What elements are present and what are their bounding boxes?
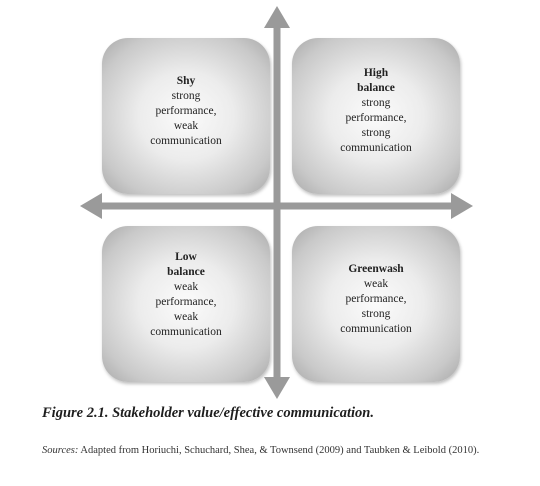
arrow-up-icon	[264, 6, 290, 28]
quadrant-line: communication	[150, 135, 222, 147]
horizontal-axis	[96, 202, 458, 210]
sources-label: Sources:	[42, 445, 79, 456]
quadrant-line: weak	[363, 278, 389, 290]
quadrant-line: communication	[340, 323, 412, 335]
quadrant-line: strong	[361, 97, 391, 109]
quadrant-line: strong	[171, 90, 201, 102]
figure-sources: Sources: Adapted from Horiuchi, Schuchar…	[42, 444, 512, 457]
axes	[80, 6, 473, 399]
quadrant-line: weak	[173, 281, 199, 293]
quadrant-title: Low	[175, 251, 197, 263]
quadrant-title: balance	[167, 266, 205, 278]
quadrant-title: Shy	[176, 75, 196, 87]
arrow-left-icon	[80, 193, 102, 219]
quadrant-line: communication	[150, 326, 222, 338]
quadrant-shy-text: Shy strong performance, weak communicati…	[102, 74, 270, 149]
quadrant-line: weak	[173, 120, 199, 132]
quadrant-line: strong	[361, 127, 391, 139]
quadrant-line: performance,	[345, 112, 407, 124]
quadrant-diagram: Shy strong performance, weak communicati…	[80, 6, 473, 399]
quadrant-line: performance,	[155, 296, 217, 308]
quadrant-title: Greenwash	[348, 263, 404, 275]
quadrant-shy: Shy strong performance, weak communicati…	[102, 38, 270, 194]
quadrant-low-balance: Low balance weak performance, weak commu…	[102, 226, 270, 382]
quadrant-high-balance: High balance strong performance, strong …	[292, 38, 460, 194]
arrow-down-icon	[264, 377, 290, 399]
arrow-right-icon	[451, 193, 473, 219]
quadrant-line: weak	[173, 311, 199, 323]
quadrant-low-balance-text: Low balance weak performance, weak commu…	[102, 250, 270, 340]
quadrant-high-balance-text: High balance strong performance, strong …	[292, 66, 460, 156]
quadrant-line: performance,	[345, 293, 407, 305]
quadrant-greenwash-text: Greenwash weak performance, strong commu…	[292, 262, 460, 337]
sources-text: Adapted from Horiuchi, Schuchard, Shea, …	[78, 445, 480, 456]
figure-caption: Figure 2.1. Stakeholder value/effective …	[42, 405, 374, 421]
quadrant-line: strong	[361, 308, 391, 320]
quadrant-line: communication	[340, 142, 412, 154]
quadrant-title: balance	[357, 82, 395, 94]
quadrant-line: performance,	[155, 105, 217, 117]
quadrant-title: High	[363, 67, 389, 79]
quadrant-greenwash: Greenwash weak performance, strong commu…	[292, 226, 460, 382]
